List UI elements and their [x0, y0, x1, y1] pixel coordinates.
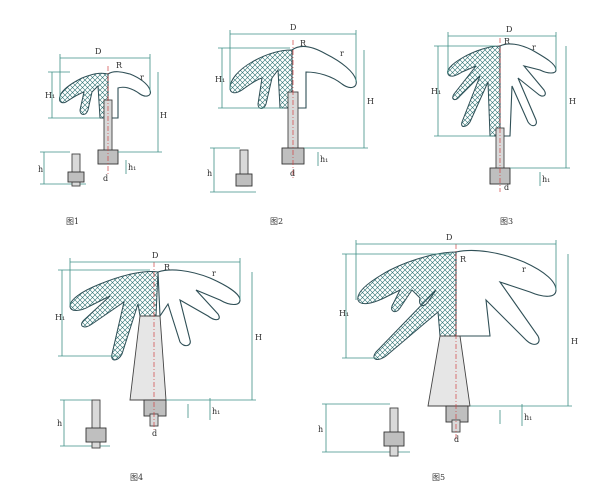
label-d: d [103, 174, 108, 183]
loose-nut [85, 427, 107, 443]
loose-nut [67, 171, 85, 183]
label-H1: H₁ [55, 313, 65, 322]
figure-4: D H₁ H R r h h₁ d [55, 251, 262, 449]
porcelain-section-left [357, 251, 457, 360]
porcelain-outline-right [291, 45, 357, 109]
loose-nut [235, 173, 253, 187]
label-r: r [340, 49, 344, 58]
label-h1: h₁ [128, 163, 136, 172]
label-h: h [57, 419, 62, 428]
label-R: R [504, 37, 511, 46]
label-H: H [571, 337, 578, 346]
label-R: R [460, 255, 467, 264]
label-r: r [140, 73, 144, 82]
label-h: h [38, 165, 43, 174]
loose-pin [71, 153, 81, 187]
label-R: R [164, 263, 171, 272]
loose-nut [383, 431, 405, 447]
porcelain-outline-right [499, 43, 557, 137]
label-H: H [569, 97, 576, 106]
label-h1: h₁ [542, 175, 550, 184]
caption-figure-3: 图3 [500, 217, 513, 226]
label-h1: h₁ [212, 407, 220, 416]
porcelain-section-left [447, 45, 501, 137]
label-r: r [212, 269, 216, 278]
label-h: h [207, 169, 212, 178]
porcelain-outline-right [107, 71, 151, 119]
figure-5: D H₁ H R r h h₁ d [318, 233, 578, 457]
porcelain-outline-right [157, 269, 241, 347]
label-D: D [95, 47, 101, 56]
label-h1: h₁ [320, 155, 328, 164]
label-d: d [454, 435, 459, 444]
figure-1: D H₁ H R r h h₁ d [38, 47, 167, 187]
label-H: H [367, 97, 374, 106]
caption-figure-1: 图1 [66, 217, 79, 226]
label-D: D [152, 251, 158, 260]
caption-figure-5: 图5 [432, 473, 445, 482]
pin-base [129, 315, 167, 401]
porcelain-section-left [69, 271, 159, 361]
pin-base [427, 335, 471, 407]
label-D: D [446, 233, 452, 242]
figure-3: D H₁ H R r h₁ d [431, 25, 576, 192]
label-H: H [255, 333, 262, 342]
label-D: D [290, 23, 296, 32]
porcelain-section-left [229, 49, 293, 109]
label-h1: h₁ [524, 413, 532, 422]
porcelain-outline-right [455, 249, 557, 345]
label-H1: H₁ [431, 87, 441, 96]
label-d: d [152, 429, 157, 438]
label-h: h [318, 425, 323, 434]
figure-2: D H₁ H R r h h₁ d [207, 23, 374, 193]
label-r: r [522, 265, 526, 274]
label-D: D [506, 25, 512, 34]
label-d: d [504, 183, 509, 192]
label-H1: H₁ [45, 91, 55, 100]
loose-pin [91, 399, 101, 449]
label-R: R [300, 39, 307, 48]
caption-figure-4: 图4 [130, 473, 143, 482]
caption-figure-2: 图2 [270, 217, 283, 226]
label-H1: H₁ [215, 75, 225, 84]
label-d: d [290, 169, 295, 178]
label-r: r [532, 43, 536, 52]
label-R: R [116, 61, 123, 70]
label-H1: H₁ [339, 309, 349, 318]
label-H: H [160, 111, 167, 120]
porcelain-section-left [59, 72, 109, 119]
